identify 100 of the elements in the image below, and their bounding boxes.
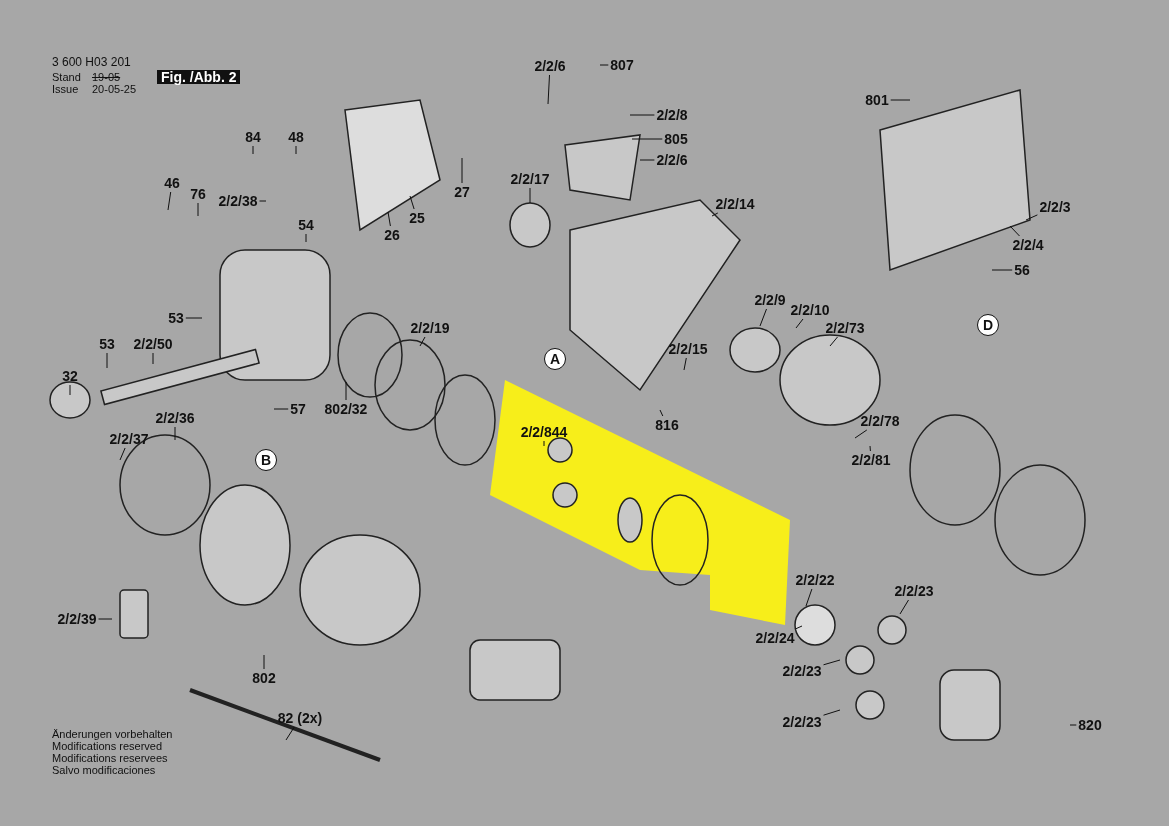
leader-line [829,336,838,347]
callout-number: 53 [99,336,115,352]
leader-line [419,336,426,347]
callout-number: 26 [384,227,400,243]
leader-line [295,145,297,155]
header-text: Issue [52,83,79,95]
leader-line [711,212,719,217]
leader-line [869,445,871,452]
revision-date: 19-05 [92,71,121,83]
leader-line [106,352,108,369]
callout-number: 27 [454,184,470,200]
leader-line [599,64,609,66]
leader-line [631,138,663,140]
leader-line [174,426,176,441]
callout-number: 802/32 [324,401,368,417]
callout-number: 46 [164,175,180,191]
callout-number: 56 [1014,262,1030,278]
leader-line [529,187,531,204]
revision-date: 20-05-25 [92,83,137,95]
callout-number: 32 [62,368,78,384]
callout-number: 2/2/23 [782,663,822,679]
leader-line [167,191,172,211]
leader-line [197,202,199,217]
leader-line [805,588,813,607]
callout-number: 2/2/15 [668,341,708,357]
leader-line [854,429,868,439]
leader-line [285,726,295,741]
leader-line [683,357,687,371]
reference-letter: D [977,314,999,336]
callout-number: 2/2/14 [715,196,755,212]
callout-number: 2/2/9 [754,292,786,308]
leader-line [69,384,71,396]
note-text: Änderungen vorbehalten [52,728,173,740]
callout-number: 2/2/81 [851,452,891,468]
callout-number: 807 [610,57,634,73]
leader-line [823,659,841,666]
callout-number: 2/2/73 [825,320,865,336]
leader-line [409,195,415,210]
callout-number: 2/2/50 [133,336,173,352]
callout-number: 2/2/22 [795,572,835,588]
callout-number: 805 [664,131,688,147]
leader-line [659,409,664,417]
leader-line [345,381,347,401]
leader-line [1069,724,1077,726]
leader-line [98,618,113,620]
callout-number: 2/2/78 [860,413,900,429]
leader-line [823,709,841,716]
callout-number: 2/2/36 [155,410,195,426]
callout-number: 2/2/39 [57,611,97,627]
callout-number: 2/2/19 [410,320,450,336]
leader-line [152,352,154,365]
callout-number: 2/2/6 [656,152,688,168]
callout-number: 820 [1078,717,1102,733]
note-text: Modifications reserved [52,740,163,752]
callout-number: 2/2/4 [1012,237,1044,253]
leader-line [639,159,655,161]
reference-letter: B [255,449,277,471]
callout-number: 48 [288,129,304,145]
leader-line [1025,214,1038,221]
document-number: 3 600 H03 201 [52,56,131,68]
callout-number: 76 [190,186,206,202]
callout-number: 84 [245,129,261,145]
callout-number: 2/2/10 [790,302,830,318]
leader-line [547,74,550,105]
callout-number: 2/2/23 [782,714,822,730]
callout-number: 801 [865,92,889,108]
leader-line [461,157,463,184]
leader-line [794,625,803,630]
callout-number: 816 [655,417,679,433]
leader-line [890,99,911,101]
callout-number: 57 [290,401,306,417]
leader-line [185,317,203,319]
callout-number: 2/2/17 [510,171,550,187]
leader-line [899,599,909,615]
figure-title: Fig. /Abb. 2 [157,70,241,84]
leader-line [795,318,804,329]
callout-number: 2/2/38 [218,193,258,209]
callout-number: 54 [298,217,314,233]
leader-line [629,114,655,116]
leader-line [305,233,307,243]
callout-number: 53 [168,310,184,326]
leader-line [263,654,265,670]
leader-line [273,408,289,410]
leader-line [1009,225,1020,237]
leader-line [259,200,267,202]
leader-line [759,308,767,327]
callout-number: 2/2/24 [755,630,795,646]
leader-line [119,447,126,461]
callout-number: 2/2/8 [656,107,688,123]
callout-number: 2/2/6 [534,58,566,74]
callout-number: 25 [409,210,425,226]
callout-number: 82 (2x) [277,710,323,726]
leader-line [543,440,545,447]
note-text: Modifications reservees [52,752,168,764]
note-text: Salvo modificaciones [52,764,156,776]
leader-line [991,269,1013,271]
callout-number: 2/2/3 [1039,199,1071,215]
callout-number: 802 [252,670,276,686]
callout-number: 2/2/37 [109,431,149,447]
reference-letter: A [544,348,566,370]
